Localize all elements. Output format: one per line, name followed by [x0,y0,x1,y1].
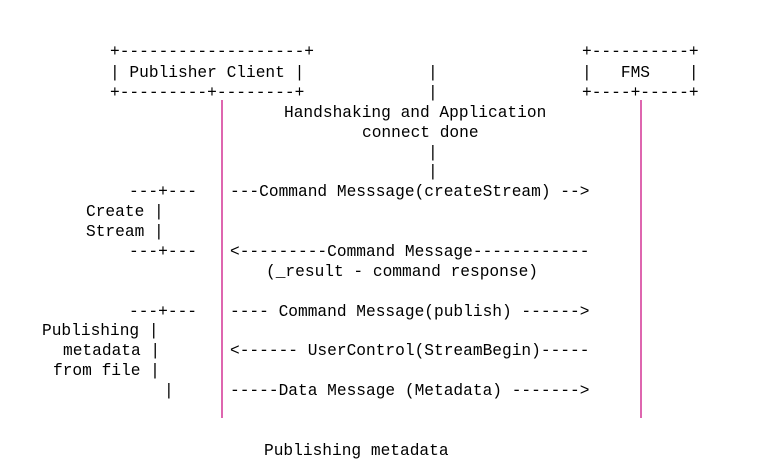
handshake-label: Handshaking and Application [284,104,546,122]
from-file-label: from file | [53,362,160,380]
publishing-label: Publishing | [42,322,159,340]
diagram-body: +-------------------+ | Publisher Client… [42,43,699,418]
publishing-bracket-bottom: | [164,382,174,400]
data-message-metadata-arrow: -----Data Message (Metadata) -------> [230,382,589,400]
center-divider-mark: | [428,144,438,162]
diagram-caption: Publishing metadata [264,442,449,460]
client-box-bottom-border: +---------+--------+ [110,84,304,102]
client-box-top-border: +-------------------+ [110,43,314,61]
connect-done-label: connect done [362,124,479,142]
fms-box-bottom-border: +----+-----+ [582,84,699,102]
create-label: Create | [86,203,164,221]
result-command-response-label: (_result - command response) [266,263,538,281]
center-divider-mark: | [428,64,438,82]
publishing-bracket-top: ---+--- [129,303,197,321]
stream-label: Stream | [86,223,164,241]
client-box-label-row: | Publisher Client | [110,64,304,82]
publish-command-arrow: ---- Command Message(publish) ------> [230,303,589,321]
user-control-stream-begin-arrow: <------ UserControl(StreamBegin)----- [230,342,589,360]
fms-box-label-row: | FMS | [582,64,699,82]
fms-box-top-border: +----------+ [582,43,699,61]
create-stream-bracket-top: ---+--- [129,183,197,201]
center-divider-mark: | [428,163,438,181]
create-stream-command-arrow: ---Command Messsage(createStream) --> [230,183,589,201]
center-divider-mark: | [428,84,438,102]
create-stream-bracket-bottom: ---+--- [129,243,197,261]
command-message-result-arrow: <---------Command Message------------ [230,243,589,261]
metadata-label: metadata | [63,342,160,360]
